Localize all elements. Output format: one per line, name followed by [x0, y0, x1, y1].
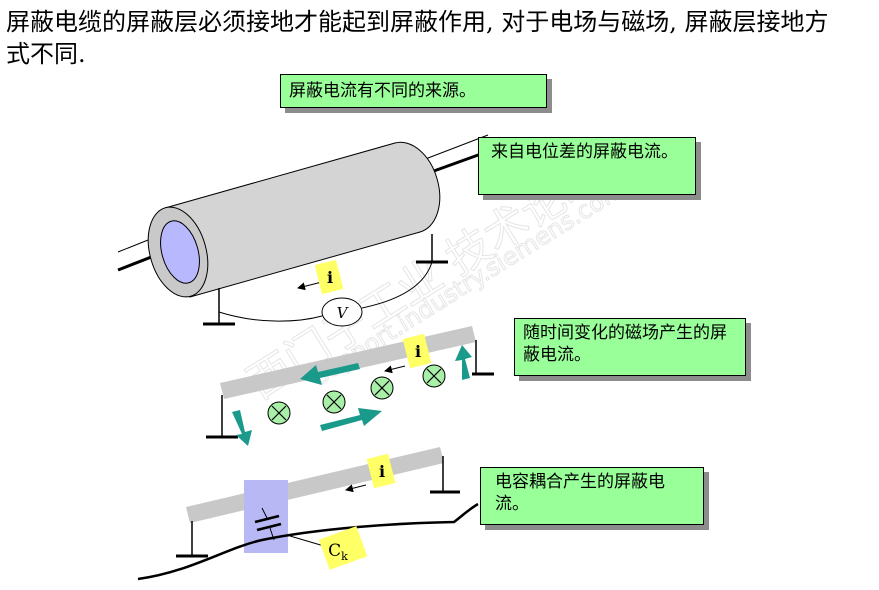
voltmeter	[321, 297, 363, 327]
current-label-box	[314, 259, 344, 295]
capacitance-label: C	[328, 541, 341, 561]
note-magnetic-field: 随时间变化的磁场产生的屏蔽电流。	[514, 318, 746, 376]
disturbing-conductor	[137, 502, 479, 581]
current-label-box	[402, 333, 432, 369]
voltmeter-label: V	[337, 304, 350, 322]
capacitor-plate	[256, 522, 282, 532]
slide-heading: 屏蔽电缆的屏蔽层必须接地才能起到屏蔽作用, 对于电场与磁场, 屏蔽层接地方式不同…	[6, 8, 829, 68]
shield-bar	[186, 447, 444, 523]
current-label: i	[327, 268, 333, 287]
flux-circle	[370, 376, 394, 400]
eddy-current-arrow	[455, 345, 472, 380]
current-arrow	[297, 281, 323, 291]
svg-text:Ck: Ck	[328, 541, 348, 563]
current-arrow	[345, 484, 367, 493]
cable-bore	[160, 220, 200, 284]
capacitive-section: i Ck	[137, 447, 479, 581]
note-shield-current-sources: 屏蔽电流有不同的来源。	[280, 74, 547, 108]
note-capacitive-coupling: 电容耦合产生的屏蔽电流。	[480, 467, 704, 525]
eddy-current-arrow	[232, 410, 252, 446]
current-label: i	[379, 462, 385, 481]
current-label: i	[415, 342, 421, 361]
note-potential-difference: 来自电位差的屏蔽电流。	[478, 137, 696, 195]
cable-shield-cylinder	[164, 141, 441, 298]
capacitance-subscript: k	[341, 550, 348, 563]
capacitance-label-box	[318, 526, 368, 570]
flux-circle	[422, 364, 446, 388]
flux-circle	[267, 401, 291, 425]
magnetic-section: i	[206, 326, 494, 446]
eddy-current-arrow	[320, 408, 382, 431]
flux-circle	[322, 390, 346, 414]
current-label-box	[366, 453, 396, 489]
capacitor-plate	[254, 514, 280, 524]
current-arrow	[384, 365, 406, 374]
eddy-current-arrow	[300, 363, 360, 385]
